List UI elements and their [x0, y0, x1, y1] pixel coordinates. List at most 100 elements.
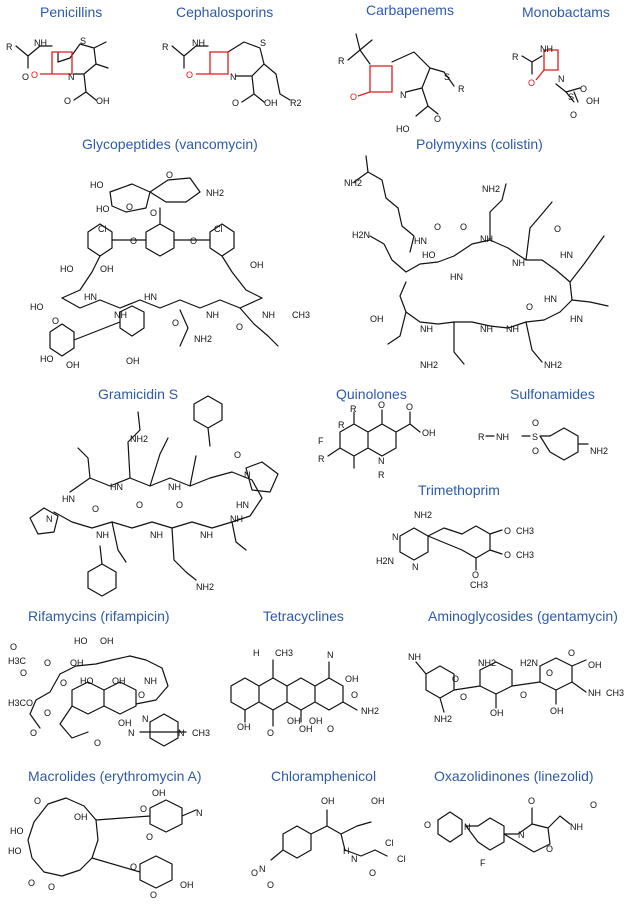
atom-label: CH3: [275, 648, 293, 658]
atom-label: NH: [570, 822, 583, 832]
class-title: Cephalosporins: [176, 4, 274, 20]
linezolid-structure: O N N O O NH O F: [424, 796, 597, 868]
atom-label: H2N: [376, 556, 394, 566]
rifampicin-structure: O H3C O HO OH OH HO O OH NH H3CO O O O O…: [8, 636, 210, 748]
atom-label: N: [178, 728, 185, 738]
atom-label: NH: [192, 38, 205, 48]
atom-label: OH: [70, 658, 84, 668]
atom-label: OH: [321, 796, 335, 806]
panel-cephalosporins: Cephalosporins R NH S O N OH O R2: [150, 0, 320, 125]
atom-label: O: [64, 96, 71, 106]
atom-label: O: [369, 868, 376, 878]
atom-label: Cl: [98, 224, 107, 234]
atom-label: N: [351, 854, 358, 864]
atom-label: HN: [560, 250, 573, 260]
panel-chloramphenicol: Chloramphenicol OH OH N O H N Cl Cl O O: [245, 764, 415, 906]
atom-label: O: [546, 668, 553, 678]
atom-label: R: [458, 84, 465, 94]
atom-label: NH2: [434, 714, 452, 724]
atom-label: CH3: [606, 688, 624, 698]
atom-label: Cl: [214, 224, 223, 234]
atom-label: OH: [100, 636, 114, 646]
atom-label: HO: [80, 676, 94, 686]
atom-label: NH: [506, 324, 519, 334]
atom-label: H: [253, 648, 260, 658]
atom-label: N: [196, 808, 203, 818]
atom-label: OH: [250, 260, 264, 270]
atom-label: R2: [290, 98, 302, 108]
atom-label: O: [136, 500, 143, 510]
atom-label: NH: [496, 432, 509, 442]
atom-label: HN: [236, 500, 249, 510]
atom-label: N: [230, 72, 237, 82]
class-title: Oxazolidinones (linezolid): [434, 768, 594, 784]
atom-label: S: [260, 38, 266, 48]
atom-label: OH: [74, 812, 88, 822]
atom-label: N: [46, 514, 53, 524]
atom-label: NH: [206, 310, 219, 320]
atom-label: O: [92, 504, 99, 514]
atom-label: O: [504, 526, 511, 536]
atom-label: O: [472, 570, 479, 580]
atom-label: O: [126, 202, 133, 212]
atom-label: NH: [480, 234, 493, 244]
atom-label: O: [52, 316, 59, 326]
atom-label: O: [528, 796, 535, 806]
atom-label: NH: [408, 652, 421, 662]
atom-label: O: [146, 832, 153, 842]
panel-oxazolidinones: Oxazolidinones (linezolid) O N N O O NH …: [420, 764, 632, 906]
atom-label: NH: [230, 514, 243, 524]
atom-label: O: [232, 98, 239, 108]
atom-label: O: [20, 668, 27, 678]
atom-label: NH: [262, 310, 275, 320]
atom-label: O: [532, 446, 539, 456]
atom-label: O: [546, 844, 553, 854]
panel-tetracyclines: Tetracyclines H CH3 N OH OH OH O OH O O …: [215, 604, 395, 764]
atom-label: OH: [309, 716, 323, 726]
atom-label: R: [318, 454, 325, 464]
atom-label: N: [378, 456, 385, 466]
atom-label: O: [504, 550, 511, 560]
atom-label: N: [412, 562, 419, 572]
class-title: Penicillins: [40, 4, 103, 20]
atom-label: OH: [299, 724, 313, 734]
atom-label: HN: [62, 494, 75, 504]
carbapenem-structure: R S R O N HO O: [338, 33, 465, 134]
atom-label: O: [570, 110, 577, 120]
atom-label: O: [138, 690, 145, 700]
atom-label: O: [327, 724, 334, 734]
panel-quinolones: Quinolones R F R R N O O OH R: [310, 382, 480, 492]
atom-label: OH: [588, 660, 602, 670]
atom-label: NH2: [544, 360, 562, 370]
atom-label: OH: [152, 788, 166, 798]
atom-label: O: [186, 70, 193, 80]
panel-polymyxins: Polymyxins (colistin) NH2 NH2 H2N HN NH …: [330, 132, 632, 372]
class-title: Polymyxins (colistin): [416, 136, 543, 152]
atom-label: R: [512, 52, 519, 62]
atom-label: NH: [512, 258, 525, 268]
atom-label: HN: [110, 482, 123, 492]
atom-label: HN: [570, 314, 583, 324]
erythromycin-structure: O HO OH HO O O O N O OH O O OH: [8, 788, 203, 900]
atom-label: OH: [586, 96, 600, 106]
atom-label: HO: [74, 636, 88, 646]
atom-label: OH: [287, 716, 301, 726]
atom-label: O: [140, 804, 147, 814]
atom-label: O: [526, 302, 533, 312]
colistin-structure: NH2 NH2 H2N HN NH NH HN HO OH HN HN NH N…: [344, 155, 609, 370]
atom-label: NH: [200, 530, 213, 540]
atom-label: O: [94, 738, 101, 748]
atom-label: NH: [588, 688, 601, 698]
chloramphenicol-structure: OH OH N O H N Cl Cl O O: [251, 796, 406, 890]
atom-label: O: [172, 318, 179, 328]
atom-label: O: [130, 236, 137, 246]
atom-label: R: [6, 42, 13, 52]
atom-label: N: [464, 822, 471, 832]
panel-sulfonamides: Sulfonamides R NH S O O NH2: [470, 382, 632, 482]
atom-label: O: [460, 222, 467, 232]
atom-label: NH2: [414, 510, 432, 520]
atom-label: HO: [90, 180, 104, 190]
atom-label: R: [338, 56, 345, 66]
atom-label: OH: [490, 708, 504, 718]
gramicidin-s-structure: NH2 HN HN NH NH N N O O O O NH NH NH HN …: [29, 395, 279, 597]
